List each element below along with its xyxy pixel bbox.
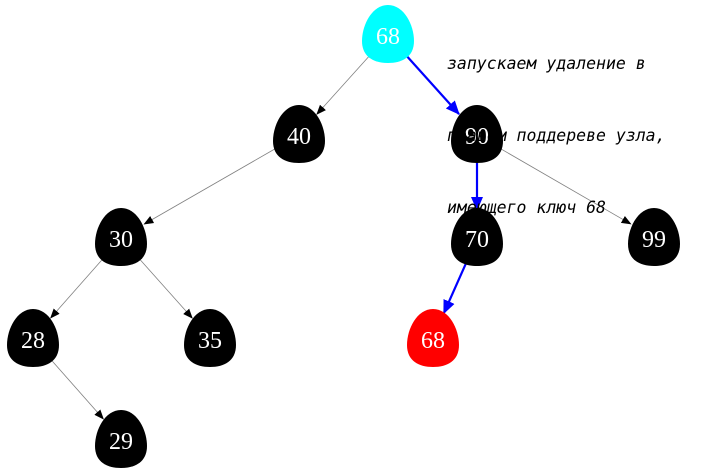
node-shape (451, 208, 503, 266)
node-label: 70 (465, 227, 489, 253)
tree-node-n28: 28 (7, 309, 59, 367)
node-label: 68 (376, 24, 400, 50)
edges-layer (50, 55, 632, 420)
edge-n30-n28 (50, 258, 103, 319)
node-shape (628, 208, 680, 266)
tree-node-n99: 99 (628, 208, 680, 266)
node-shape (451, 105, 503, 163)
node-label: 99 (642, 227, 666, 253)
edge-n68top-n90 (405, 55, 460, 115)
tree-node-n90: 90 (451, 105, 503, 163)
tree-node-n30: 30 (95, 208, 147, 266)
node-shape (362, 5, 414, 63)
node-shape (184, 309, 236, 367)
node-shape (95, 208, 147, 266)
edge-n68top-n40 (316, 55, 370, 115)
tree-node-n35: 35 (184, 309, 236, 367)
node-label: 90 (465, 124, 489, 150)
node-label: 35 (198, 328, 222, 354)
edge-n40-n30 (143, 148, 275, 225)
node-shape (7, 309, 59, 367)
tree-node-n40: 40 (273, 105, 325, 163)
node-shape (273, 105, 325, 163)
annotation-line: имеющего ключ 68 (447, 198, 606, 217)
edge-n70-n68red (442, 263, 467, 315)
node-shape (407, 309, 459, 367)
node-label: 29 (109, 429, 133, 455)
tree-node-n68top: 68 (362, 5, 414, 63)
edge-n90-n99 (501, 148, 632, 225)
nodes-layer: 68 40 90 30 70 99 28 35 68 29 (7, 5, 680, 468)
annotation-text: запускаем удаление в правом поддереве уз… (447, 4, 713, 268)
edge-n30-n35 (139, 258, 193, 319)
node-label: 40 (287, 124, 311, 150)
node-label: 30 (109, 227, 133, 253)
tree-node-n70: 70 (451, 208, 503, 266)
edge-n28-n29 (51, 359, 104, 420)
node-label: 28 (21, 328, 45, 354)
node-shape (95, 410, 147, 468)
annotation-line: правом поддереве узла, (447, 126, 666, 145)
tree-node-n29: 29 (95, 410, 147, 468)
tree-node-n68red: 68 (407, 309, 459, 367)
annotation-line: запускаем удаление в (447, 54, 646, 73)
node-label: 68 (421, 328, 445, 354)
